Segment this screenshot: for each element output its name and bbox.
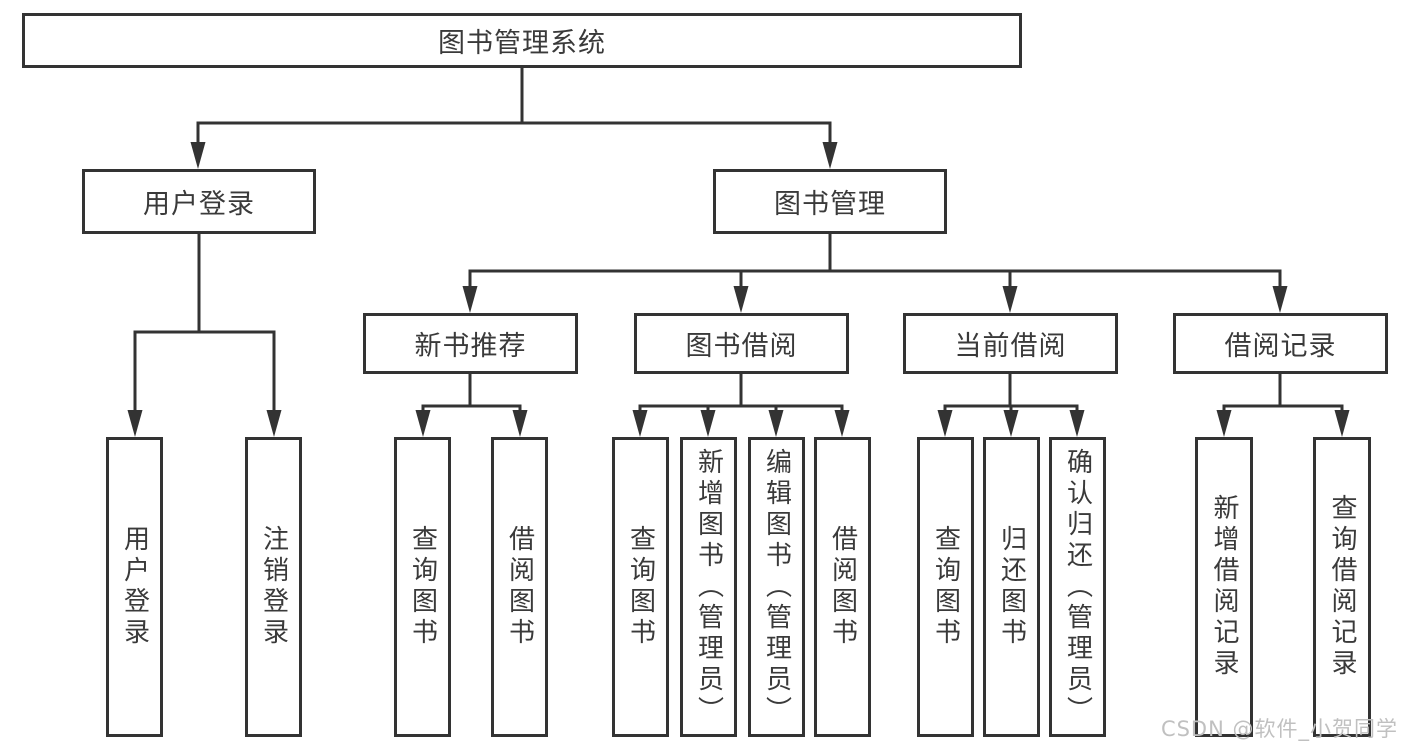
node-book-borrowing: 图书借阅 bbox=[634, 313, 849, 374]
leaf-query-borrow-record: 查询借阅记录 bbox=[1313, 437, 1371, 737]
node-new-book-recommendation: 新书推荐 bbox=[363, 313, 578, 374]
leaf-query-books-recommend: 查询图书 bbox=[394, 437, 451, 737]
node-borrowing-records: 借阅记录 bbox=[1173, 313, 1388, 374]
leaf-borrow-books-recommend: 借阅图书 bbox=[491, 437, 548, 737]
leaf-return-books: 归还图书 bbox=[983, 437, 1040, 737]
leaf-query-books-current: 查询图书 bbox=[917, 437, 974, 737]
leaf-edit-books-admin: 编辑图书（管理员） bbox=[748, 437, 805, 737]
leaf-confirm-return-admin: 确认归还（管理员） bbox=[1049, 437, 1106, 737]
watermark: CSDN @软件_小贺同学 bbox=[1160, 717, 1398, 741]
leaf-add-borrow-record: 新增借阅记录 bbox=[1195, 437, 1253, 737]
leaf-logout: 注销登录 bbox=[245, 437, 302, 737]
arrowheads bbox=[127, 142, 1350, 437]
node-book-management: 图书管理 bbox=[713, 169, 947, 234]
node-user-login: 用户登录 bbox=[82, 169, 316, 234]
node-library-management-system: 图书管理系统 bbox=[22, 13, 1022, 68]
leaf-borrow-books: 借阅图书 bbox=[814, 437, 871, 737]
leaf-user-login: 用户登录 bbox=[106, 437, 163, 737]
leaf-add-books-admin: 新增图书（管理员） bbox=[680, 437, 737, 737]
leaf-query-books-borrowing: 查询图书 bbox=[612, 437, 669, 737]
node-current-borrowing: 当前借阅 bbox=[903, 313, 1118, 374]
